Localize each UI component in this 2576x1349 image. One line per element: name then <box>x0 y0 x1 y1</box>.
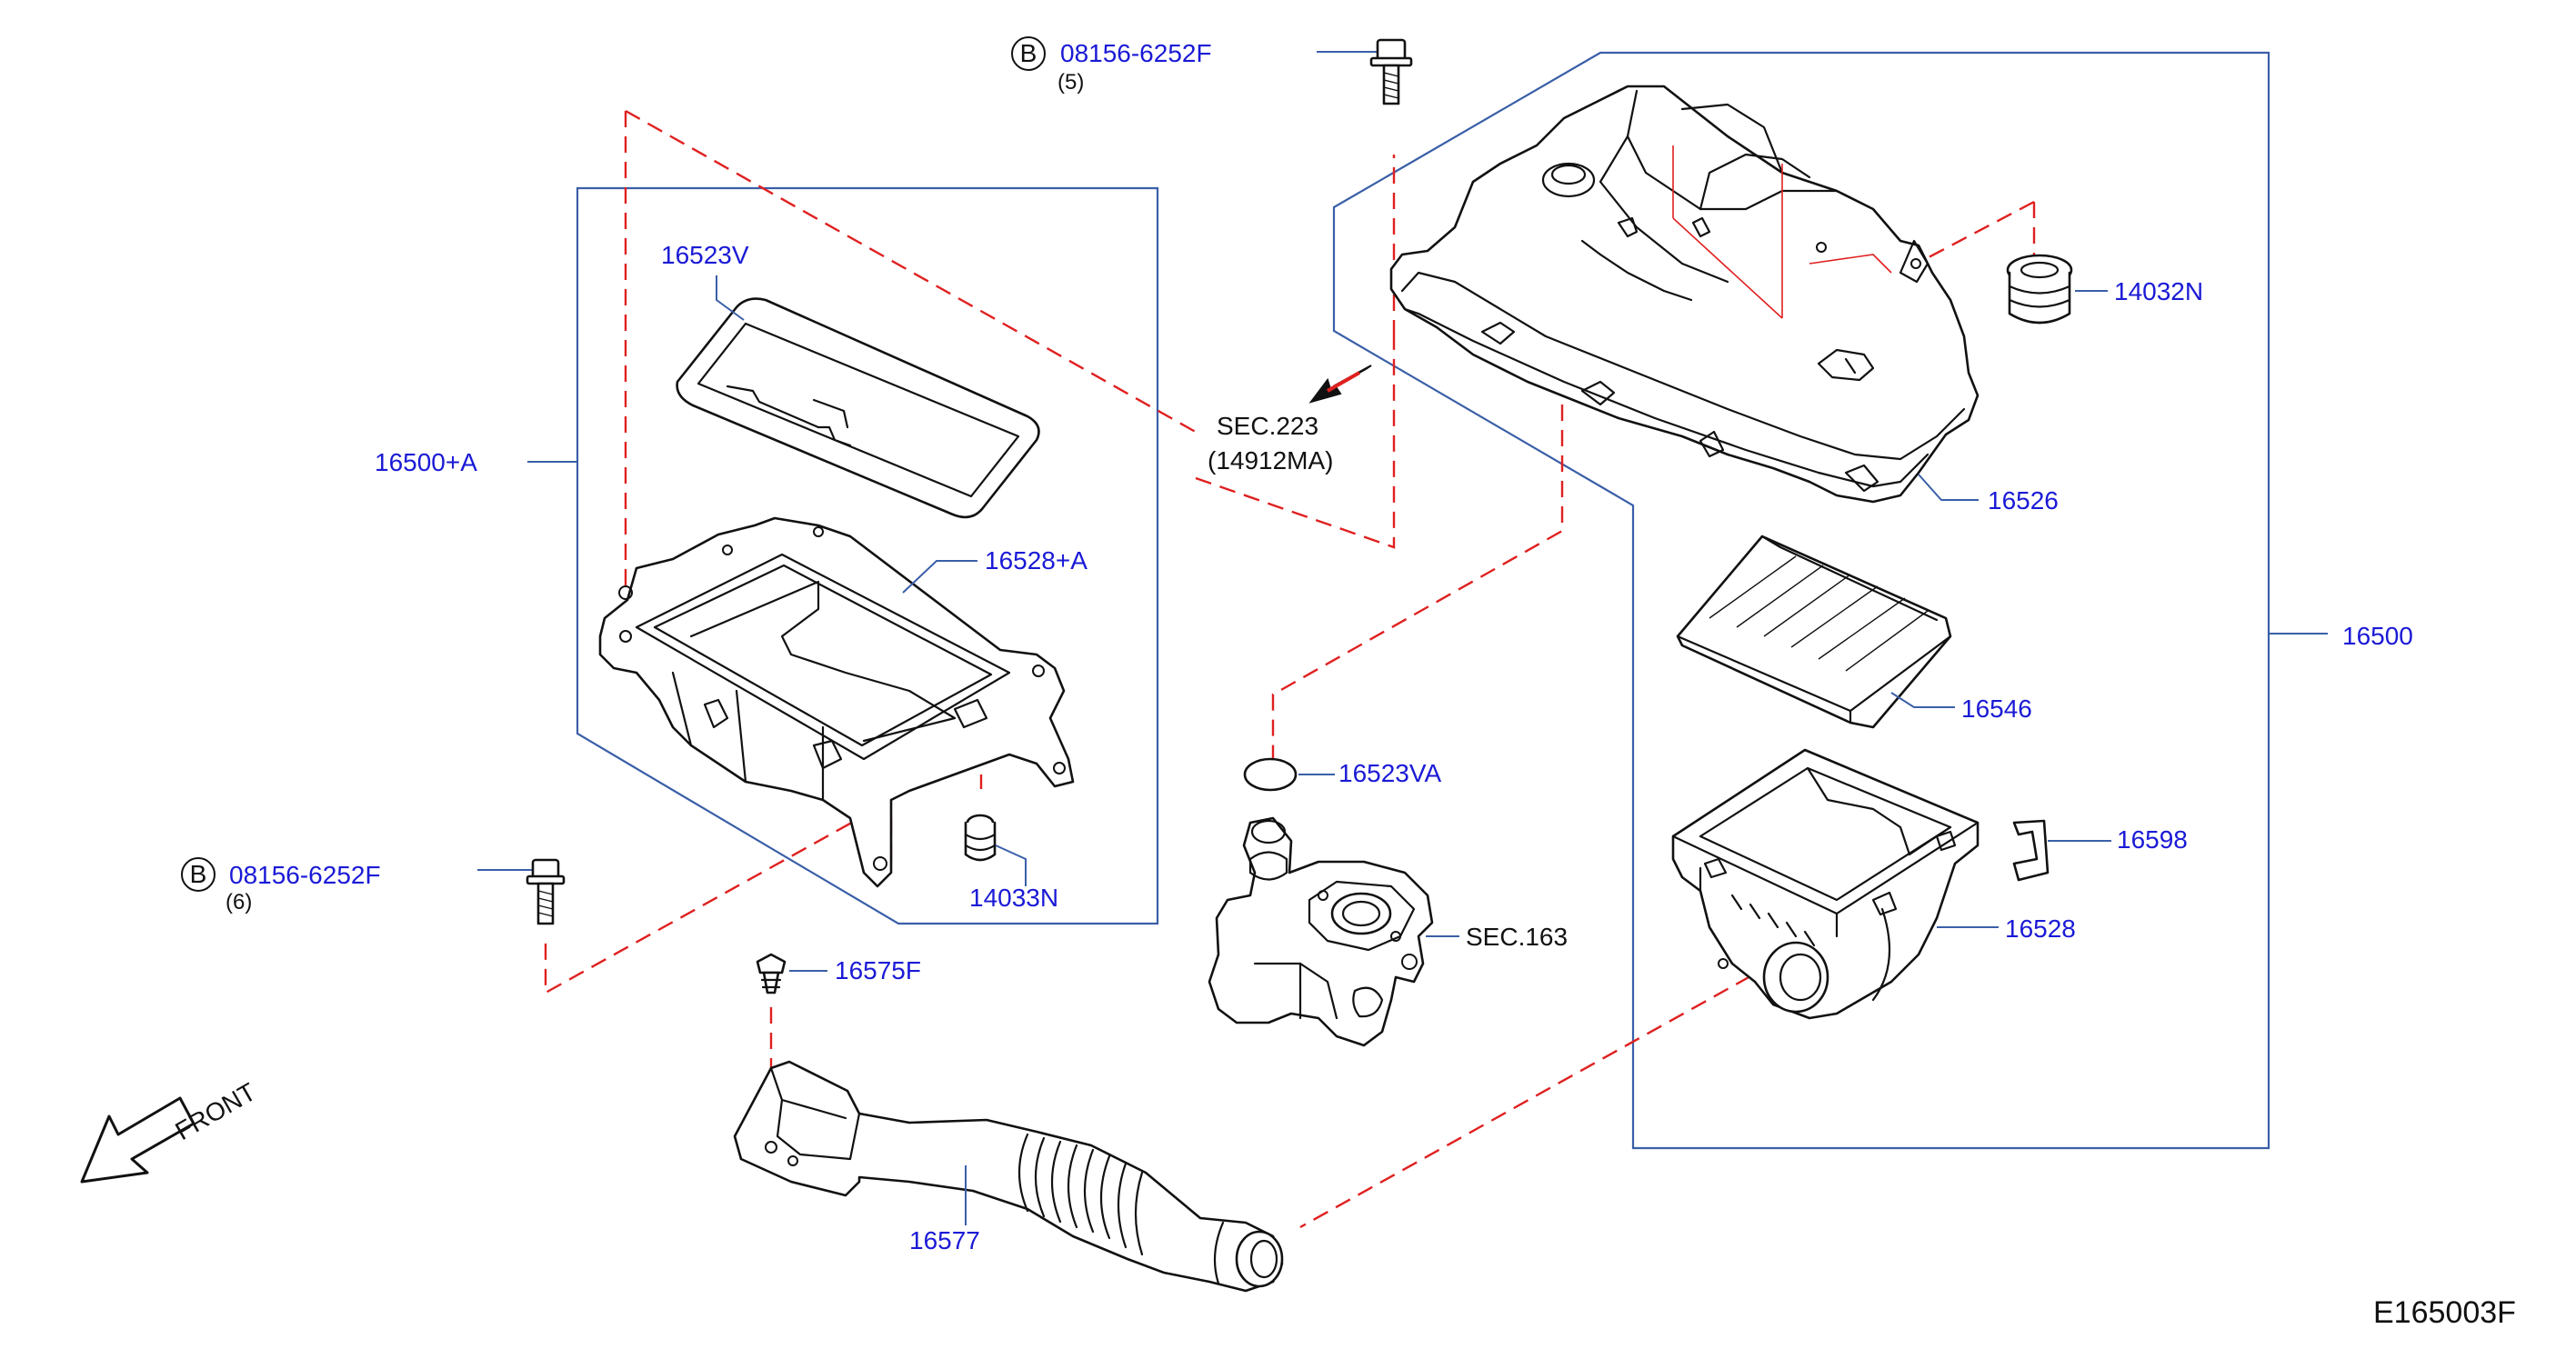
clip-16575f <box>756 953 787 994</box>
lower-case-16528-plus-a <box>598 516 1075 888</box>
label-16546: 16546 <box>1961 694 2032 723</box>
bolt-left-icon <box>526 858 566 925</box>
bolt-top-circle-letter: B <box>1020 39 1037 67</box>
bolt-top: B 08156-6252F (5) <box>1011 36 1413 105</box>
grommet-14033n <box>964 814 997 862</box>
o-ring-16523va <box>1243 757 1298 792</box>
bolt-top-part-number: 08156-6252F <box>1060 39 1212 67</box>
label-sec223: SEC.223 <box>1217 412 1318 440</box>
gasket-16523v <box>676 297 1040 519</box>
label-16575f: 16575F <box>835 956 921 984</box>
bolt-left: B 08156-6252F (6) <box>181 857 566 925</box>
bolt-top-quantity: (5) <box>1057 70 1084 95</box>
clip-16598 <box>2012 819 2050 882</box>
label-sec163: SEC.163 <box>1466 923 1568 951</box>
label-16523va: 16523VA <box>1338 759 1441 787</box>
front-direction-arrow-icon <box>80 1096 195 1184</box>
frame-16500-plus-a <box>576 186 1159 925</box>
filter-element-16546 <box>1676 535 1952 729</box>
label-16500-plus-a: 16500+A <box>375 448 477 476</box>
bolt-top-icon <box>1369 38 1413 105</box>
label-16528: 16528 <box>2005 914 2076 943</box>
grommet-14032n <box>2006 254 2073 325</box>
bolt-left-part-number: 08156-6252F <box>229 861 381 889</box>
throttle-body-sec163 <box>1208 816 1434 1047</box>
label-16523v: 16523V <box>661 241 749 269</box>
label-16528-plus-a: 16528+A <box>985 546 1088 575</box>
label-16500: 16500 <box>2342 622 2413 650</box>
bolt-left-quantity: (6) <box>226 890 252 914</box>
label-sec223-sub: (14912MA) <box>1208 446 1334 475</box>
upper-cover-16526 <box>1389 85 1980 504</box>
label-16598: 16598 <box>2117 825 2188 854</box>
label-16526: 16526 <box>1988 486 2059 515</box>
label-14032n: 14032N <box>2114 277 2203 305</box>
duct-16577 <box>733 1060 1284 1293</box>
bolt-left-circle-letter: B <box>190 860 207 888</box>
label-14033n: 14033N <box>969 884 1058 912</box>
lower-case-16528 <box>1671 748 1980 1020</box>
dashed-guide-lines <box>544 109 2036 1229</box>
sec223-direction-arrow-icon <box>1308 365 1372 404</box>
frame-16500 <box>1332 51 2270 1150</box>
diagram-id: E165003F <box>2373 1295 2516 1330</box>
label-16577: 16577 <box>909 1226 980 1254</box>
label-front: FRONT <box>171 1077 261 1145</box>
